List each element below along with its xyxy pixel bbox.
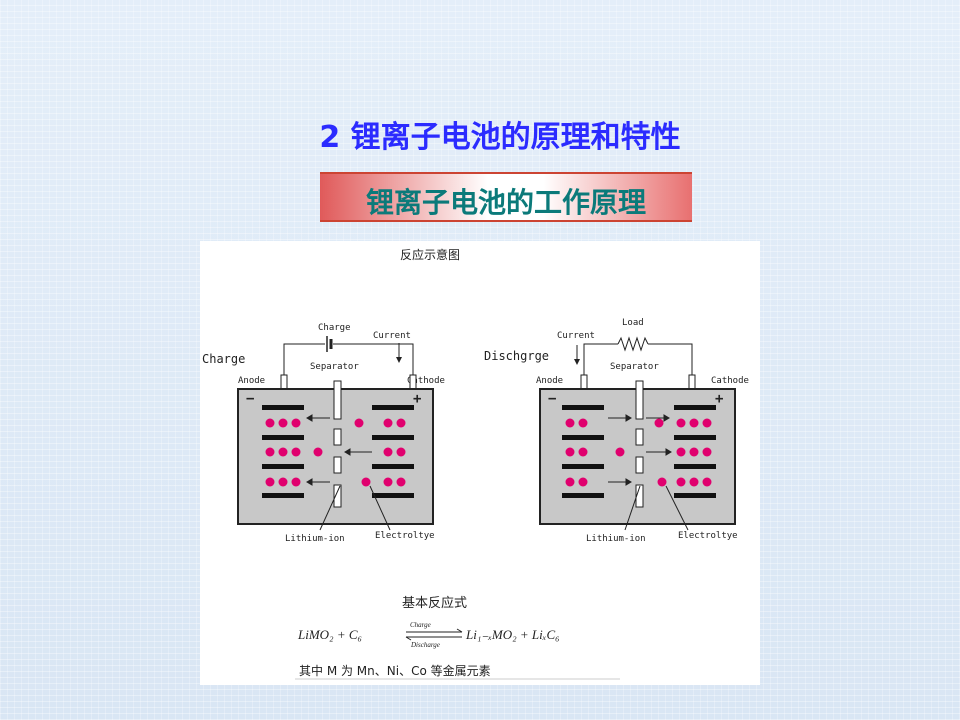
discharge-current-arrowhead <box>574 359 580 365</box>
reaction-right: Li₁₋ₓMO₂ + LiₓC₆ <box>465 627 560 642</box>
charge-anode-plate <box>262 435 304 440</box>
discharge-wire-left <box>583 343 618 387</box>
charge-anode-ions <box>265 418 301 487</box>
reaction-left: LiMO₂ + C₆ <box>297 627 362 642</box>
discharge-cathode-plate <box>674 405 716 410</box>
charge-mode-label: Charge <box>202 352 245 366</box>
charge-ion-label: Lithium-ion <box>285 534 345 544</box>
charge-anode-plate <box>262 493 304 498</box>
slide-title: 2 锂离子电池的原理和特性 <box>319 120 681 155</box>
discharge-separator-top <box>635 380 644 420</box>
discharge-electrolyte-label: Electroltye <box>678 531 738 541</box>
charge-wire-right <box>333 343 414 387</box>
discharge-anode-ions <box>565 418 588 487</box>
discharge-separator-label: Separator <box>610 362 659 372</box>
reaction-heading: 基本反应式 <box>402 595 467 611</box>
discharge-anode-plate <box>562 464 604 469</box>
charge-cathode-plate <box>372 405 414 410</box>
charge-cathode-ions <box>383 418 406 487</box>
discharge-cathode-label: Cathode <box>711 376 749 386</box>
charge-wire-left <box>283 343 325 387</box>
charge-separator-segment <box>333 428 342 446</box>
reaction-note: 其中 M 为 Mn、Ni、Co 等金属元素 <box>299 663 491 678</box>
charge-separator-segment <box>333 484 342 508</box>
charge-anode-plate <box>262 405 304 410</box>
discharge-anode-terminal <box>580 374 588 390</box>
discharge-minus-sign: − <box>548 391 556 407</box>
discharge-cathode-plate <box>674 435 716 440</box>
reaction-arrow-top-label: Charge <box>410 621 431 629</box>
charge-anode-plate <box>262 464 304 469</box>
subtitle-banner: 锂离子电池的工作原理 <box>320 172 692 222</box>
discharge-cathode-plate <box>674 493 716 498</box>
charge-minus-sign: − <box>246 391 254 407</box>
charge-separator-label: Separator <box>310 362 359 372</box>
discharge-cell: Dischgrge Load Current Separator Anode C… <box>484 318 749 544</box>
discharge-migrating-ions <box>615 418 667 487</box>
charge-anode-terminal <box>280 374 288 390</box>
charge-cathode-label: Cathode <box>407 376 445 386</box>
charge-cathode-terminal <box>409 374 417 390</box>
battery-diagram-svg: 反应示意图 Charge Charge Current Separator An… <box>202 247 749 680</box>
discharge-load-label: Load <box>622 318 644 328</box>
charge-plus-sign: + <box>413 391 421 407</box>
charge-cathode-plate <box>372 435 414 440</box>
discharge-mode-label: Dischgrge <box>484 349 549 363</box>
discharge-ion-arrows <box>608 414 672 486</box>
discharge-electrolyte-pointer <box>665 485 689 531</box>
discharge-separator-segment <box>635 428 644 446</box>
reaction-equation: 基本反应式 LiMO₂ + C₆ Charge Discharge Li₁₋ₓM… <box>295 595 620 680</box>
charge-cathode-plate <box>372 464 414 469</box>
charge-separator-top <box>333 380 342 420</box>
discharge-cathode-ions <box>676 418 712 487</box>
discharge-separator-segment <box>635 484 644 508</box>
charge-separator-segment <box>333 456 342 474</box>
charge-source-label: Charge <box>318 323 351 333</box>
discharge-anode-label: Anode <box>536 376 563 386</box>
battery-diagram-figure: 反应示意图 Charge Charge Current Separator An… <box>200 241 760 685</box>
charge-ion-pointer <box>319 485 341 531</box>
discharge-plus-sign: + <box>715 391 723 407</box>
charge-current-arrowhead <box>396 357 402 363</box>
charge-migrating-ions <box>313 418 371 487</box>
discharge-wire-right <box>648 343 693 387</box>
reverse-arrowhead <box>405 636 412 641</box>
charge-anode-label: Anode <box>238 376 265 386</box>
discharge-anode-plate <box>562 405 604 410</box>
discharge-separator-segment <box>635 456 644 474</box>
forward-arrowhead <box>456 628 463 633</box>
charge-cathode-plate <box>372 493 414 498</box>
discharge-cathode-plate <box>674 464 716 469</box>
charge-cell: Charge Charge Current Separator Anode Ca… <box>202 323 445 544</box>
reaction-arrow-bottom-label: Discharge <box>410 641 440 649</box>
slide-subtitle: 锂离子电池的工作原理 <box>365 186 646 219</box>
discharge-anode-plate <box>562 493 604 498</box>
figure-heading: 反应示意图 <box>400 247 460 262</box>
charge-ion-arrows <box>306 414 372 486</box>
charge-electrolyte-pointer <box>369 485 391 531</box>
discharge-ion-pointer <box>624 485 641 531</box>
charge-current-label: Current <box>373 331 411 341</box>
charge-electrolyte-label: Electroltye <box>375 531 435 541</box>
discharge-cathode-terminal <box>688 374 696 390</box>
discharge-anode-plate <box>562 435 604 440</box>
discharge-current-label: Current <box>557 331 595 341</box>
load-resistor <box>617 336 649 352</box>
discharge-ion-label: Lithium-ion <box>586 534 646 544</box>
